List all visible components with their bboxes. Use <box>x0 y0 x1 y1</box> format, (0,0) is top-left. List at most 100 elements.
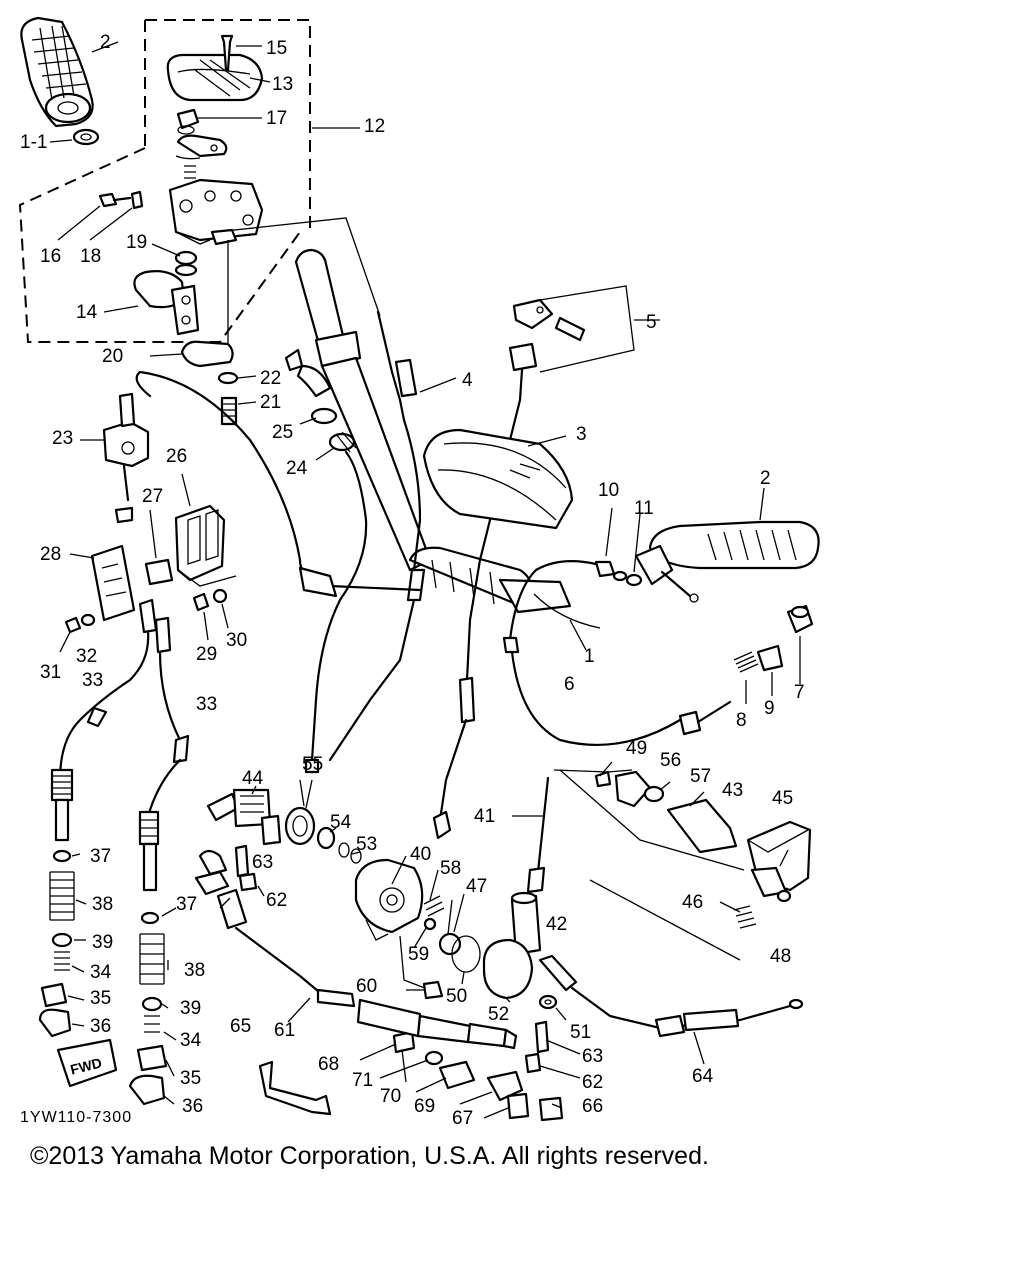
label-14: 14 <box>76 302 98 323</box>
label-1: 1 <box>584 646 595 667</box>
handlebar-pad-3-drawing <box>422 428 574 530</box>
label-38-right: 38 <box>184 960 205 981</box>
label-28: 28 <box>40 544 61 565</box>
label-17: 17 <box>266 108 287 129</box>
label-1-1: 1-1 <box>20 132 47 153</box>
label-8: 8 <box>736 710 747 731</box>
label-36-left: 36 <box>90 1016 111 1037</box>
cover-13-drawing <box>166 53 264 102</box>
switch-26-drawing <box>174 504 237 587</box>
parts-diagram: FWD <box>18 16 820 1129</box>
label-70: 70 <box>380 1086 401 1107</box>
label-19: 19 <box>126 232 147 253</box>
label-5: 5 <box>646 312 657 333</box>
label-38-left: 38 <box>92 894 113 915</box>
label-37-right: 37 <box>176 894 197 915</box>
label-31: 31 <box>40 662 61 683</box>
label-51: 51 <box>570 1022 591 1043</box>
handlebar-drawing <box>294 248 572 614</box>
label-24: 24 <box>286 458 308 479</box>
label-34-left: 34 <box>90 962 112 983</box>
label-35-right: 35 <box>180 1068 201 1089</box>
label-33-right: 33 <box>196 694 217 715</box>
label-63-top: 63 <box>252 852 273 873</box>
cable-5-drawing <box>432 285 635 840</box>
label-23: 23 <box>52 428 73 449</box>
label-65: 65 <box>230 1016 251 1037</box>
label-2-left-grip: 2 <box>100 32 111 53</box>
label-9: 9 <box>764 698 775 719</box>
part-labels: 2 1-1 15 13 17 12 16 18 19 14 20 22 2 1 4… <box>20 32 805 1129</box>
label-62-top: 62 <box>266 890 287 911</box>
label-47: 47 <box>466 876 487 897</box>
label-63-bottom: 63 <box>582 1046 603 1067</box>
label-71: 71 <box>352 1070 373 1091</box>
label-64: 64 <box>692 1066 714 1087</box>
reference-code: 1YW110-7300 <box>20 1109 132 1126</box>
cover-43-drawing <box>666 798 738 854</box>
leader-lines <box>67 761 789 1119</box>
label-29: 29 <box>196 644 217 665</box>
fwd-tag-label: FWD <box>69 1054 104 1077</box>
seal-55-drawing <box>284 806 316 846</box>
label-49: 49 <box>626 738 647 759</box>
label-44: 44 <box>242 768 264 789</box>
label-32: 32 <box>76 646 97 667</box>
label-48: 48 <box>770 946 791 967</box>
label-40: 40 <box>410 844 431 865</box>
label-35-left: 35 <box>90 988 111 1009</box>
label-58: 58 <box>440 858 461 879</box>
throttle-housing-40-drawing <box>354 858 424 941</box>
label-27: 27 <box>142 486 163 507</box>
label-52: 52 <box>488 1004 509 1025</box>
label-4: 4 <box>462 370 473 391</box>
assembly-12-dashed-box <box>18 19 360 343</box>
label-33-left: 33 <box>82 670 103 691</box>
label-55: 55 <box>302 754 323 775</box>
fwd-tag-drawing <box>56 1038 118 1088</box>
part-52-drawing <box>482 938 534 1000</box>
label-12: 12 <box>364 116 385 137</box>
washer-1-1-drawing <box>72 128 100 146</box>
copyright-notice: ©2013 Yamaha Motor Corporation, U.S.A. A… <box>30 1142 709 1170</box>
label-61: 61 <box>274 1020 295 1041</box>
label-59: 59 <box>408 944 429 965</box>
label-45: 45 <box>772 788 793 809</box>
label-43: 43 <box>722 780 743 801</box>
label-46: 46 <box>682 892 703 913</box>
left-grip-drawing <box>20 16 119 128</box>
label-25: 25 <box>272 422 293 443</box>
bracket-65-drawing <box>258 1060 332 1116</box>
label-42: 42 <box>546 914 567 935</box>
switch-housing-drawing <box>168 178 264 246</box>
label-26: 26 <box>166 446 187 467</box>
label-15: 15 <box>266 38 287 59</box>
label-69: 69 <box>414 1096 435 1117</box>
label-39-right: 39 <box>180 998 201 1019</box>
label-66: 66 <box>582 1096 603 1117</box>
label-11: 11 <box>634 498 654 519</box>
label-18: 18 <box>80 246 101 267</box>
label-30: 30 <box>226 630 247 651</box>
lever-14-drawing <box>133 270 200 336</box>
label-2-right-grip: 2 <box>760 468 771 489</box>
label-37-left: 37 <box>90 846 111 867</box>
label-56: 56 <box>660 750 681 771</box>
label-16: 16 <box>40 246 61 267</box>
label-53: 53 <box>356 834 377 855</box>
label-20: 20 <box>102 346 123 367</box>
label-13: 13 <box>272 74 293 95</box>
label-6: 6 <box>564 674 575 695</box>
label-39-left: 39 <box>92 932 113 953</box>
label-3: 3 <box>576 424 587 445</box>
label-50: 50 <box>446 986 467 1007</box>
right-grip-drawing <box>634 520 820 603</box>
label-67: 67 <box>452 1108 473 1129</box>
label-22: 22 <box>260 368 281 389</box>
label-41: 41 <box>474 806 495 827</box>
plate-28-drawing <box>90 544 136 622</box>
part-44-drawing <box>206 788 282 846</box>
label-57: 57 <box>690 766 711 787</box>
label-10: 10 <box>598 480 619 501</box>
label-7: 7 <box>794 682 805 703</box>
